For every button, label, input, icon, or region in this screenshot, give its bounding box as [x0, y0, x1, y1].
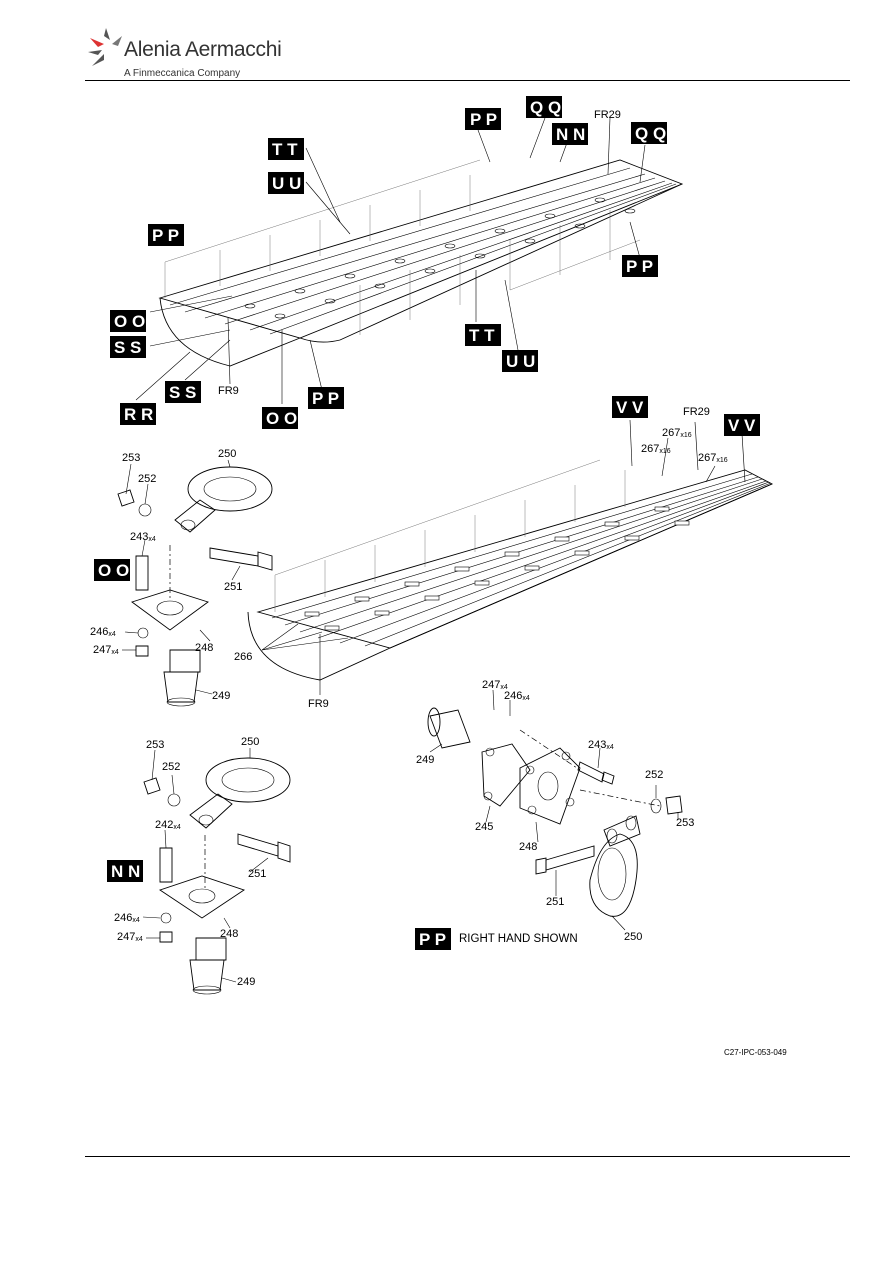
- part-253-nn: 253: [146, 739, 164, 751]
- detail-pp-drawing: [427, 689, 683, 931]
- detail-nn-drawing: [142, 748, 291, 995]
- part-267-b: 267x16: [641, 443, 671, 455]
- header-divider: [85, 80, 850, 81]
- tag-ss-left: S S: [110, 336, 146, 358]
- tag-oo-detail: O O: [94, 559, 130, 581]
- tag-uu-bottom: U U: [502, 350, 538, 372]
- part-253-pp: 253: [676, 817, 694, 829]
- part-246-nn: 246x4: [114, 912, 140, 924]
- part-248-pp: 248: [519, 841, 537, 853]
- footer-divider: [85, 1156, 850, 1157]
- svg-text:T T: T T: [469, 326, 495, 345]
- part-266: 266: [234, 651, 252, 663]
- alenia-logo-icon: [86, 26, 126, 77]
- part-242-nn: 242x4: [155, 819, 181, 831]
- svg-text:O O: O O: [114, 312, 145, 331]
- svg-text:S S: S S: [114, 338, 141, 357]
- part-252-oo: 252: [138, 473, 156, 485]
- tag-tt-top: T T: [268, 138, 304, 160]
- svg-text:V V: V V: [616, 398, 644, 417]
- part-252-nn: 252: [162, 761, 180, 773]
- tag-tt-bottom: T T: [465, 324, 501, 346]
- tag-vv-right: V V: [724, 414, 760, 436]
- company-name: Alenia Aermacchi: [124, 38, 282, 61]
- svg-text:N N: N N: [111, 862, 140, 881]
- company-subtitle: A Finmeccanica Company: [124, 68, 241, 79]
- part-249-oo: 249: [212, 690, 230, 702]
- svg-text:P P: P P: [419, 930, 446, 949]
- figure-caption: RIGHT HAND SHOWN: [459, 933, 578, 945]
- tag-vv-left: V V: [612, 396, 648, 418]
- tag-pp-caption: P P: [415, 928, 451, 950]
- tag-oo-left: O O: [110, 310, 146, 332]
- tag-pp-bottom: P P: [308, 387, 344, 409]
- svg-text:U U: U U: [506, 352, 535, 371]
- tag-pp-right: P P: [622, 255, 658, 277]
- tag-qq-top-right: Q Q: [631, 122, 667, 144]
- svg-text:T T: T T: [272, 140, 298, 159]
- part-267-c: 267x16: [698, 452, 728, 464]
- part-245-pp: 245: [475, 821, 493, 833]
- part-246-oo: 246x4: [90, 626, 116, 638]
- svg-text:P P: P P: [626, 257, 653, 276]
- reference-code: C27-IPC-053-049: [724, 1048, 787, 1057]
- svg-text:U U: U U: [272, 174, 301, 193]
- tag-ss-bottom: S S: [165, 381, 201, 403]
- part-243-oo: 243x4: [130, 531, 156, 543]
- label-fr29-mid: FR29: [683, 406, 710, 418]
- part-250-pp: 250: [624, 931, 642, 943]
- part-250-oo: 250: [218, 448, 236, 460]
- label-fr9-top: FR9: [218, 385, 239, 397]
- part-267-a: 267x16: [662, 427, 692, 439]
- svg-text:V V: V V: [728, 416, 756, 435]
- tag-rr: R R: [120, 403, 156, 425]
- svg-text:Q Q: Q Q: [635, 124, 666, 143]
- svg-text:S S: S S: [169, 383, 196, 402]
- svg-text:P P: P P: [152, 226, 179, 245]
- part-251-pp: 251: [546, 896, 564, 908]
- tag-uu-top: U U: [268, 172, 304, 194]
- svg-text:R R: R R: [124, 405, 153, 424]
- part-252-pp: 252: [645, 769, 663, 781]
- part-253-oo: 253: [122, 452, 140, 464]
- part-248-oo: 248: [195, 642, 213, 654]
- part-249-nn: 249: [237, 976, 255, 988]
- svg-text:P P: P P: [470, 110, 497, 129]
- tag-pp-top: P P: [465, 108, 501, 130]
- part-247-nn: 247x4: [117, 931, 143, 943]
- label-fr29-top: FR29: [594, 109, 621, 121]
- svg-text:O O: O O: [266, 409, 297, 428]
- tag-pp-left: P P: [148, 224, 184, 246]
- svg-text:Q Q: Q Q: [530, 98, 561, 117]
- part-251-oo: 251: [224, 581, 242, 593]
- tag-qq-top-left: Q Q: [526, 96, 562, 118]
- part-243-pp: 243x4: [588, 739, 614, 751]
- part-250-nn: 250: [241, 736, 259, 748]
- svg-text:O O: O O: [98, 561, 129, 580]
- tag-nn-top: N N: [552, 123, 588, 145]
- tag-oo-bottom: O O: [262, 407, 298, 429]
- part-248-nn: 248: [220, 928, 238, 940]
- upper-panel-drawing: [135, 117, 684, 404]
- label-fr9-mid: FR9: [308, 698, 329, 710]
- part-249-pp: 249: [416, 754, 434, 766]
- middle-panel-drawing: [247, 419, 774, 695]
- svg-text:N N: N N: [556, 125, 585, 144]
- detail-oo-drawing: [117, 459, 273, 707]
- part-247-oo: 247x4: [93, 644, 119, 656]
- tag-nn-detail: N N: [107, 860, 143, 882]
- svg-text:P P: P P: [312, 389, 339, 408]
- part-246-pp: 246x4: [504, 690, 530, 702]
- part-247-pp: 247x4: [482, 679, 508, 691]
- part-251-nn: 251: [248, 868, 266, 880]
